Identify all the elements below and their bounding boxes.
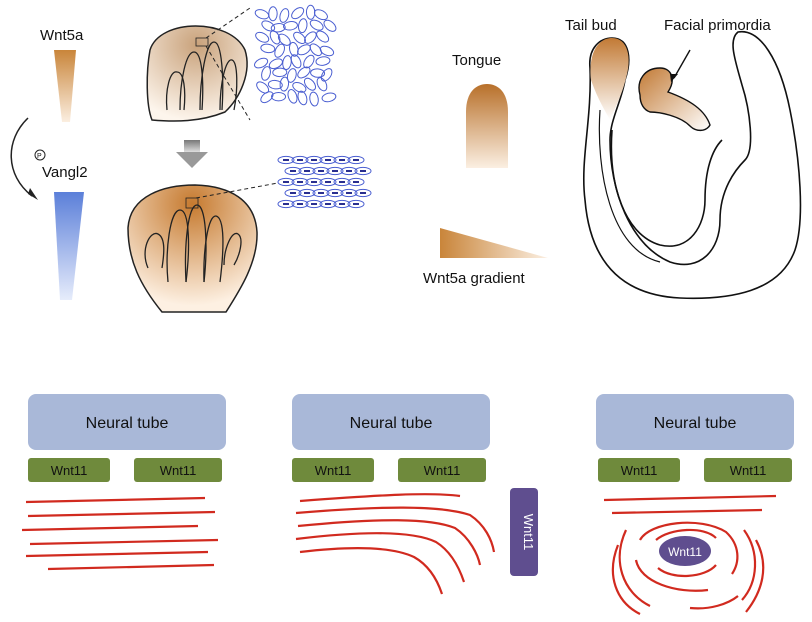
limb-bud-upper: [147, 8, 250, 121]
cell-shape: [253, 56, 269, 70]
cell-shape: [260, 43, 275, 53]
cell-shape: [309, 91, 319, 106]
cell-shape: [319, 67, 334, 83]
cell-shape: [322, 18, 338, 34]
tongue-shape: [466, 84, 508, 168]
down-arrow-icon: [176, 140, 208, 168]
cell-shape: [286, 68, 298, 84]
ordered-cells: [278, 156, 371, 207]
cell-shape: [255, 80, 271, 96]
cell-shape: [302, 76, 317, 92]
top-left-panel: Wnt5a P Vangl2: [11, 5, 371, 312]
bottom-panel-2: Neural tube Wnt11 Wnt11 Wnt11: [292, 394, 538, 594]
wnt5a-gradient-triangle: [54, 50, 76, 122]
embryo-outline: [584, 32, 801, 299]
tail-bud-label: Tail bud: [565, 17, 617, 34]
cell-shape: [289, 53, 303, 69]
wnt11-label-right: Wnt11: [730, 463, 767, 478]
cell-shape: [315, 76, 329, 92]
limb-bud-lower: [128, 183, 278, 312]
cell-shape: [296, 43, 312, 57]
top-right-panel: Tongue Wnt5a gradient Tail bud Facial pr…: [423, 17, 800, 298]
neural-tube-label: Neural tube: [350, 415, 433, 432]
wnt11-label-right: Wnt11: [424, 463, 461, 478]
arrow-head-icon: [28, 188, 38, 200]
cell-shape: [282, 55, 292, 70]
cell-shape: [279, 77, 289, 92]
vangl2-gradient-triangle: [54, 192, 84, 300]
cell-shape: [278, 8, 290, 24]
neural-tube-label: Neural tube: [654, 415, 737, 432]
wnt11-label-left: Wnt11: [315, 463, 352, 478]
neural-tube-label: Neural tube: [86, 415, 169, 432]
cell-shape: [319, 44, 335, 57]
vangl2-label: Vangl2: [42, 164, 88, 181]
curved-arrow: [11, 118, 32, 196]
muscle-fibers-parallel: [22, 498, 218, 569]
wnt5a-gradient-label: Wnt5a gradient: [423, 270, 526, 287]
cell-shape: [321, 92, 337, 103]
cell-shape: [254, 30, 270, 44]
cell-shape: [269, 7, 278, 21]
muscle-fibers-bending: [296, 494, 494, 594]
wnt11-label-right: Wnt11: [160, 463, 197, 478]
facial-primordia-label: Facial primordia: [664, 17, 771, 34]
bottom-panel-1: Neural tube Wnt11 Wnt11: [22, 394, 226, 569]
tongue-label: Tongue: [452, 52, 501, 69]
cell-shape: [254, 8, 270, 21]
cell-shape: [313, 8, 329, 22]
cell-shape: [309, 18, 325, 32]
wnt11-label-left: Wnt11: [621, 463, 658, 478]
cell-shape: [298, 18, 308, 33]
cell-shape: [315, 56, 330, 66]
wnt5a-label: Wnt5a: [40, 27, 84, 44]
cell-shape: [306, 5, 315, 19]
phospho-symbol: P: [37, 153, 42, 160]
wnt11-label-left: Wnt11: [51, 463, 88, 478]
wnt5a-horizontal-gradient: [440, 228, 548, 258]
cell-shape: [272, 92, 286, 100]
wnt11-center-label: Wnt11: [668, 545, 702, 559]
wnt11-side-label: Wnt11: [521, 514, 536, 551]
bottom-panel-3: Neural tube Wnt11 Wnt11 Wnt11: [596, 394, 794, 614]
cell-shape: [273, 68, 287, 77]
disordered-cells: [253, 5, 338, 106]
cell-shape: [315, 29, 331, 44]
